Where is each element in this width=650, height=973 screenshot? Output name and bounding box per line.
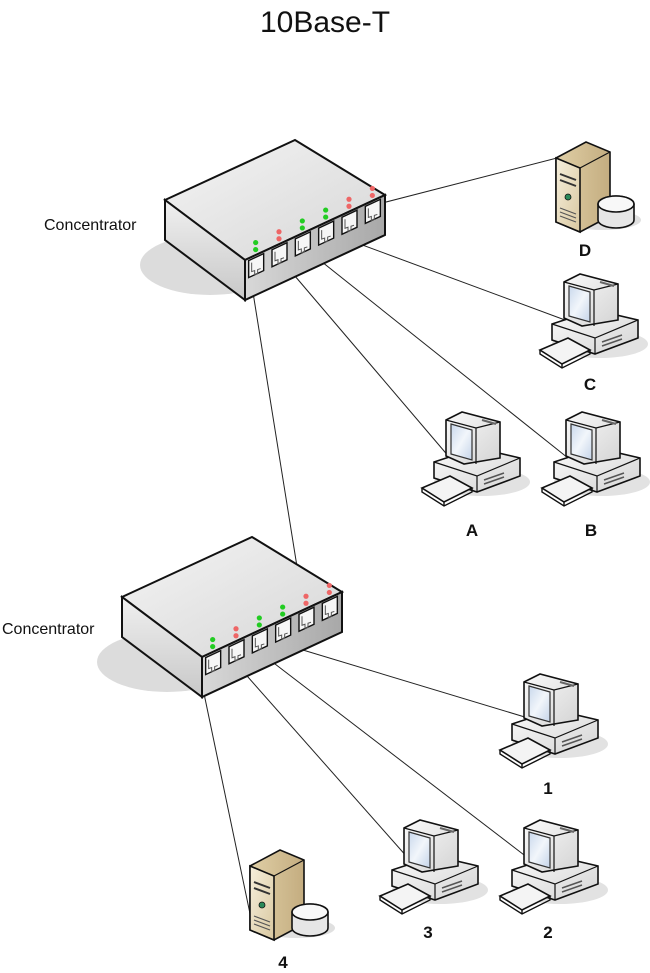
server-4[interactable] [249,849,336,941]
led-red-icon [276,229,282,235]
led-green-icon [210,636,216,643]
node-label-B: B [585,521,597,540]
port-4[interactable] [317,207,335,247]
led-green-icon [256,622,262,628]
diagram-title: 10Base-T [259,6,391,39]
node-label-D: D [579,241,591,260]
concentrator-bottom[interactable] [96,536,343,698]
concentrator-top-label: Concentrator [44,217,137,234]
workstation-C[interactable] [539,273,649,369]
port-4[interactable] [274,604,292,644]
workstation-A[interactable] [421,411,531,507]
cable-hubtop-A [282,261,451,459]
cable-hubtop-B [306,249,569,459]
led-red-icon [326,582,332,589]
node-label-C: C [584,375,596,394]
port-5[interactable] [298,593,315,633]
port-2[interactable] [228,626,245,665]
led-green-icon [280,604,286,610]
led-red-icon [233,633,239,639]
port-3[interactable] [294,218,312,258]
led-red-icon [369,192,375,199]
led-red-icon [346,196,352,202]
led-green-icon [280,611,286,617]
node-label-1: 1 [543,779,552,798]
port-6[interactable] [321,582,339,622]
cable-hubtop-hubbottom [250,279,304,605]
cable-hubtop-C [329,232,566,321]
cable-hubbottom-2 [261,653,529,859]
concentrator-bottom-label: Concentrator [2,621,95,638]
port-2[interactable] [271,229,288,268]
led-green-icon [323,207,329,213]
led-green-icon [210,643,216,650]
cables [201,149,589,929]
concentrator-top[interactable] [139,139,386,301]
workstation-B[interactable] [541,411,650,507]
led-red-icon [303,593,309,599]
led-green-icon [253,246,259,253]
led-green-icon [323,214,329,220]
led-red-icon [326,589,332,596]
port-3[interactable] [251,615,269,655]
port-1[interactable] [247,239,265,279]
led-red-icon [346,203,352,209]
cable-hubtop-D [354,149,589,211]
cable-hubbottom-3 [239,667,409,859]
led-red-icon [276,236,282,242]
port-5[interactable] [341,196,358,236]
port-1[interactable] [204,636,222,676]
led-red-icon [369,185,375,192]
server-D[interactable] [555,141,642,233]
led-green-icon [253,239,259,246]
cable-hubbottom-4 [201,683,254,929]
led-red-icon [303,600,309,606]
workstation-2[interactable] [499,819,609,915]
node-label-4: 4 [278,953,288,972]
node-label-2: 2 [543,923,552,942]
node-label-A: A [466,521,478,540]
cable-hubbottom-1 [282,643,529,719]
led-green-icon [299,225,305,231]
port-6[interactable] [364,185,382,225]
workstation-3[interactable] [379,819,489,915]
workstation-1[interactable] [499,673,609,769]
led-green-icon [299,218,305,224]
node-label-3: 3 [423,923,432,942]
led-red-icon [233,626,239,632]
led-green-icon [256,615,262,621]
